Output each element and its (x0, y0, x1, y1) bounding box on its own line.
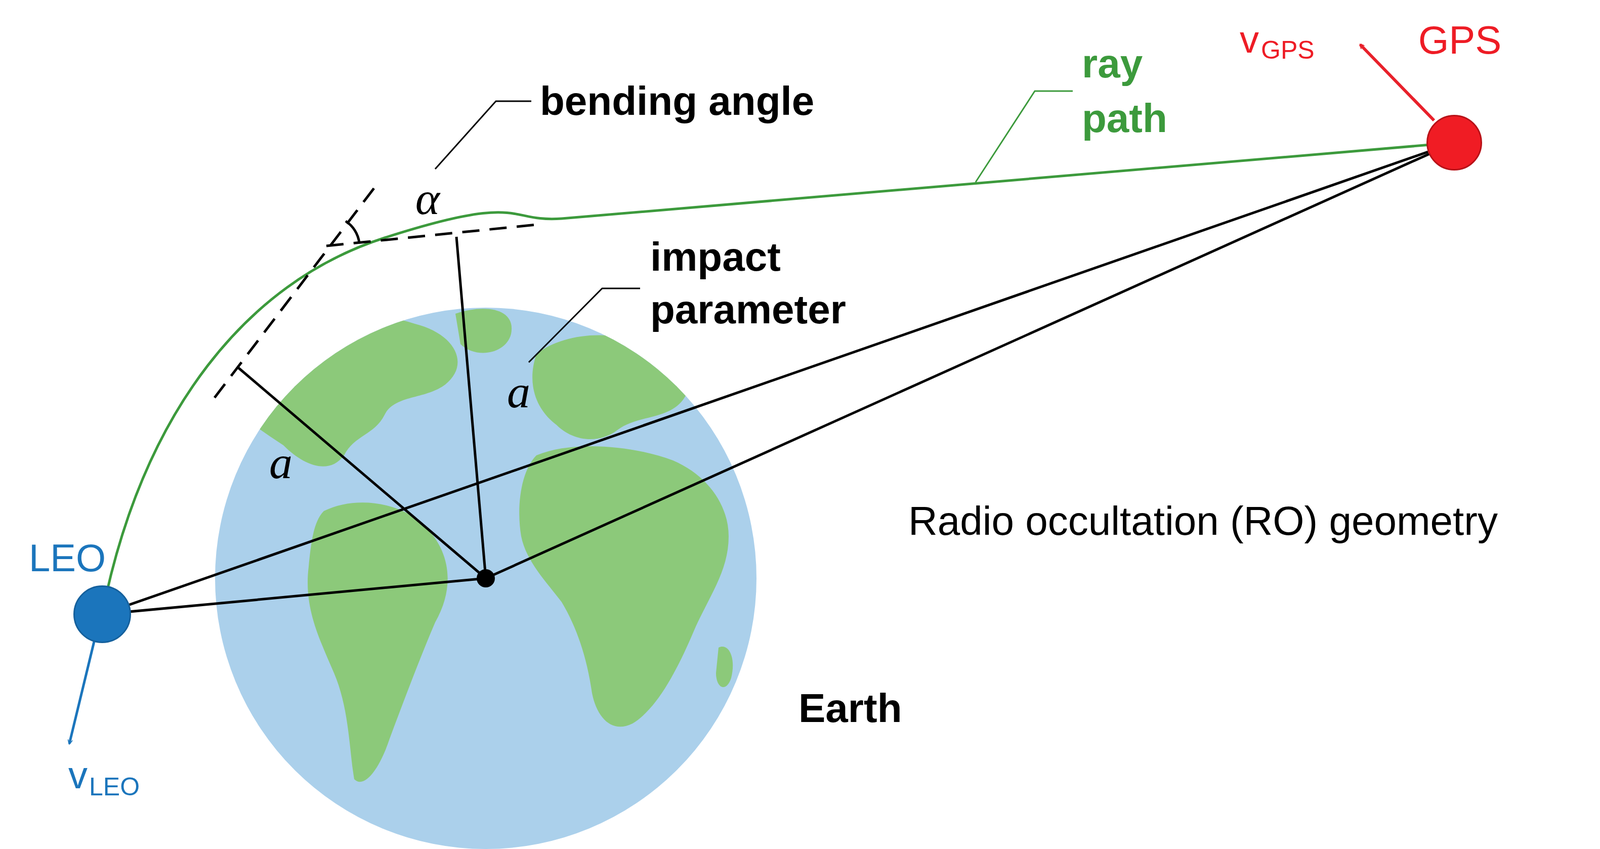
callout-label: bending angle (539, 77, 815, 125)
earth-center (476, 569, 495, 588)
diagram-caption: Radio occultation (RO) geometry (908, 497, 1498, 545)
velocity-subscript: LEO (89, 772, 140, 803)
impact-symbol: a (269, 436, 293, 490)
satellite-node: GPS (1426, 114, 1483, 171)
impact-symbol: a (507, 365, 531, 419)
velocity-symbol: v (1239, 17, 1259, 62)
leader-lines (435, 91, 1073, 363)
satellite-label: GPS (1418, 17, 1502, 64)
geometry-lines (102, 142, 1455, 615)
callout-label: impact parameter (650, 230, 847, 336)
earth-label: Earth (798, 685, 903, 732)
asymptotes (214, 183, 542, 398)
velocity-symbol: v (68, 752, 88, 797)
velocity-arrow (69, 641, 95, 744)
satellite-label: LEO (28, 535, 106, 580)
satellite-node: LEO (73, 585, 132, 644)
angle-symbol: α (415, 172, 440, 226)
earth (212, 307, 757, 849)
angle-arc (345, 221, 360, 243)
callout-label: ray path (1081, 36, 1168, 146)
velocity-subscript: GPS (1260, 35, 1315, 66)
